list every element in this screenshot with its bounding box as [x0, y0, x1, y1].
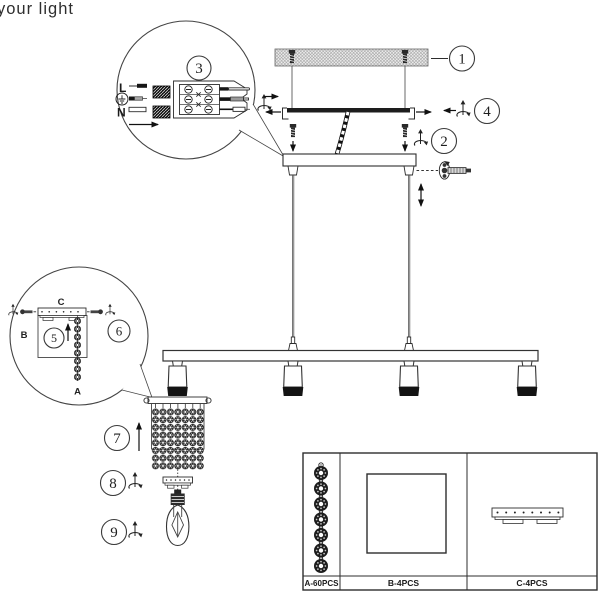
adjustment-screw [438, 161, 471, 180]
power-cable-stripes [335, 111, 350, 155]
step-1-badge: 1 [448, 45, 476, 72]
part-b-glass-panel [366, 473, 447, 554]
part-a-bead-strand [314, 462, 328, 573]
part-c-count-label: C-4PCS [516, 578, 548, 588]
earth-icon [115, 92, 129, 106]
bead-curtain [151, 408, 204, 470]
fixture-bar [162, 349, 539, 397]
callout-tail-lines [121, 363, 153, 398]
lamp-socket [166, 360, 189, 397]
wire-connector-block [152, 85, 171, 99]
frame-loop [143, 397, 150, 404]
earth-wire [129, 96, 135, 101]
left-screw [8, 303, 37, 316]
wire-connector [406, 336, 412, 344]
step-9-number: 9 [110, 525, 118, 541]
step-7-badge: 7 [103, 424, 131, 452]
wire-connector [290, 336, 296, 344]
step-8-badge: 8 [99, 469, 127, 497]
bar-body [162, 349, 539, 362]
earth-wire-sleeve [134, 96, 143, 101]
part-c-label: C [58, 297, 65, 308]
cord-grip [287, 165, 299, 176]
frame-loop [205, 397, 212, 404]
lamp-socket [282, 360, 304, 397]
terminal-wires [219, 87, 250, 112]
bead-callout: C 5 [8, 266, 153, 406]
live-wire-label: L [119, 81, 126, 95]
callout-tail [122, 364, 152, 398]
step-6-number: 6 [116, 324, 123, 339]
part-a-count-label: A-60PCS [305, 578, 339, 588]
rotate-arrowhead [444, 161, 450, 166]
canopy-plate [282, 153, 417, 167]
terminal-screws [184, 85, 213, 114]
step-4-badge: 4 [473, 97, 501, 125]
step-7-number: 7 [113, 431, 121, 447]
step-5-number: 5 [51, 331, 57, 345]
step-1-number: 1 [458, 52, 466, 68]
brand-logo: your light [0, 0, 74, 18]
right-screw [87, 303, 116, 316]
step-5-badge: 5 [43, 327, 65, 349]
part-b-label: B [21, 330, 28, 341]
wiring-callout: 3 L N [115, 20, 285, 160]
part-c-bottom-bar [491, 507, 564, 524]
bracket-hook-right [408, 107, 415, 120]
cord-grip [403, 165, 415, 176]
candle-bulb [165, 489, 190, 547]
step-9-badge: 9 [100, 518, 128, 546]
part-b-count-label: B-4PCS [388, 578, 420, 588]
bracket-bar [287, 108, 410, 113]
bottom-bar-detail [37, 307, 87, 321]
step-6-badge: 6 [107, 319, 131, 343]
wire-connector-block [152, 105, 171, 119]
neutral-wire-label: N [117, 106, 126, 120]
shade-assembly: 7 8 9 [99, 396, 212, 547]
step-3-badge: 3 [186, 55, 212, 81]
step-2-number: 2 [440, 134, 448, 150]
parts-box: A-60PCS B-4PCS C-4PCS [302, 452, 598, 591]
callout-tail [239, 104, 284, 157]
lamp-socket [398, 360, 420, 397]
mounting-bracket: 4 2 [257, 93, 501, 155]
live-wire [137, 83, 147, 88]
ceiling: 1 [274, 45, 476, 108]
bead-strand-detail [74, 315, 81, 381]
step-2-badge: 2 [430, 127, 458, 155]
step-4-number: 4 [483, 104, 491, 120]
neutral-wire [128, 106, 147, 113]
wire-connector-base [403, 343, 415, 351]
part-a-label: A [74, 387, 81, 398]
step-8-number: 8 [109, 476, 117, 492]
shade-top-frame [147, 396, 208, 404]
terminal-block [173, 80, 250, 119]
step-3-number: 3 [195, 61, 203, 77]
lamp-socket [516, 360, 538, 397]
suspension-wires [287, 175, 415, 351]
wire-connector-base [287, 343, 299, 351]
ceiling-slab [274, 48, 429, 67]
bracket-hook-left [282, 107, 289, 120]
bulb-filament [171, 505, 184, 539]
bead-hooks [155, 403, 201, 408]
canopy [282, 153, 471, 207]
callout-tail-lines [238, 103, 285, 157]
bottom-bar-part [162, 476, 193, 489]
